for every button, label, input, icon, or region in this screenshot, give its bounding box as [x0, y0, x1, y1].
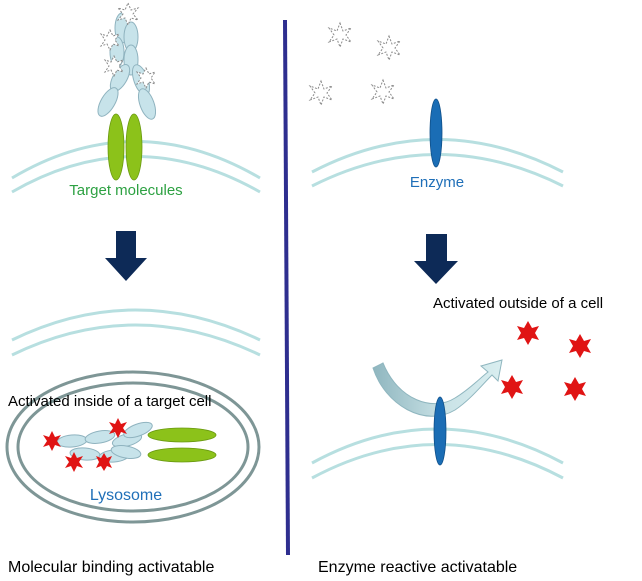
active-probe-icon [43, 418, 127, 472]
enzyme-label: Enzyme [410, 174, 464, 191]
antibody-fragments [56, 421, 153, 463]
right-caption: Enzyme reactive activatable [318, 559, 517, 576]
enzyme-molecule [429, 98, 443, 168]
curved-arrow-icon [372, 359, 503, 417]
inactive-probe-icon [308, 21, 402, 107]
lysosome-label: Lysosome [90, 487, 162, 504]
activated-inside-label: Activated inside of a target cell [8, 393, 211, 410]
activated-outside-label: Activated outside of a cell [433, 295, 603, 312]
left-bottom-membrane [11, 308, 261, 357]
inactive-probe-icon [99, 1, 157, 90]
left-panel: Target molecules Activated inside of a t… [5, 1, 261, 576]
target-molecules-label: Target molecules [69, 182, 182, 199]
target-molecule-pair [107, 113, 143, 181]
right-panel: Enzyme Activated outside of a cell Enzym… [308, 21, 603, 576]
down-arrow-icon [414, 234, 458, 284]
lysosome-target-molecules [147, 427, 217, 463]
enzyme-molecule-bottom [433, 396, 447, 466]
panel-divider [283, 19, 290, 556]
left-caption: Molecular binding activatable [8, 559, 214, 576]
lysosome [5, 370, 261, 524]
active-probe-icon [501, 321, 591, 401]
down-arrow-icon [105, 231, 147, 281]
antibody-construct [97, 12, 157, 120]
